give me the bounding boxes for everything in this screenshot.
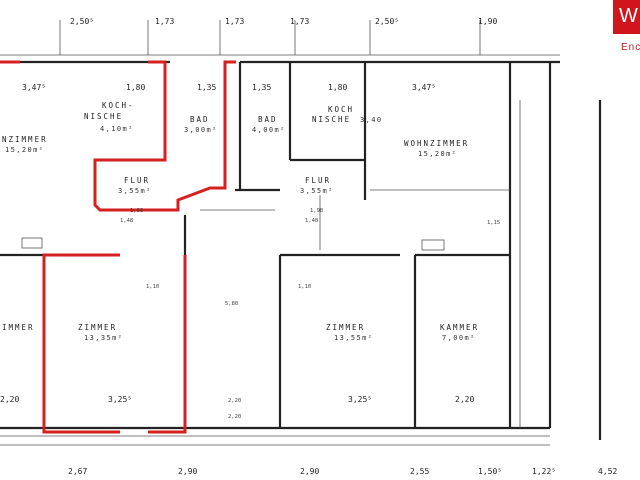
highlighted-unit-outline [0, 60, 236, 434]
dim-inner: 2,20 [228, 414, 241, 420]
detail-lines [0, 20, 560, 446]
dim-inner: 1,80 [328, 83, 347, 92]
room-koch-left-area: 4,10m² [100, 125, 134, 133]
dim-bottom-5: 1,50⁵ [478, 467, 502, 476]
dim-top-1: 2,50⁵ [70, 17, 94, 26]
room-kammer: KAMMER [440, 323, 479, 332]
dim-top-4: 1,73 [290, 17, 309, 26]
room-zimmer-far-left: IMMER [2, 323, 35, 332]
room-koch-left: KOCH- [102, 101, 135, 110]
dim-inner: 1,15 [487, 220, 500, 226]
room-flur-left-area: 3,55m² [118, 187, 152, 195]
dim-inner: 1,98 [310, 208, 323, 214]
dim-inner: 1,10 [298, 284, 311, 290]
dim-top-2: 1,73 [155, 17, 174, 26]
top-dimensions: 2,50⁵ 1,73 1,73 1,73 2,50⁵ 1,90 [70, 17, 497, 26]
room-nische-left: NISCHE [84, 112, 123, 121]
room-wohnzimmer-right-area: 15,20m² [418, 150, 457, 158]
room-zimmer-right-area: 13,55m² [334, 334, 373, 342]
room-zimmer-left: ZIMMER [78, 323, 117, 332]
dim-inner: 5,80 [225, 301, 238, 307]
room-wohnzimmer-right: WOHNZIMMER [404, 139, 469, 148]
room-bad-left: BAD [190, 115, 210, 124]
room-flur-right-area: 3,55m² [300, 187, 334, 195]
dim-bottom-2: 2,90 [178, 467, 197, 476]
room-koch-right-area: 3,40 [360, 116, 382, 124]
dim-inner: 3,47⁵ [412, 83, 436, 92]
inner-dimensions: 3,47⁵ 1,80 1,35 1,35 1,80 3,47⁵ 1,98 1,9… [0, 83, 500, 420]
logo-mark: W [619, 5, 638, 27]
dim-inner: 1,48 [120, 218, 133, 224]
room-bad-right: BAD [258, 115, 278, 124]
room-flur-right: FLUR [305, 176, 331, 185]
dim-inner: 1,35 [252, 83, 271, 92]
dim-top-6: 1,90 [478, 17, 497, 26]
dim-bottom-1: 2,67 [68, 467, 87, 476]
room-wohnzimmer-left-area: 15,20m² [5, 146, 44, 154]
room-wohnzimmer-left: NZIMMER [2, 135, 48, 144]
room-nische-right: NISCHE [312, 115, 351, 124]
dim-inner: 2,20 [455, 395, 474, 404]
dim-bottom-3: 2,90 [300, 467, 319, 476]
dim-bottom-4: 2,55 [410, 467, 429, 476]
dim-bottom-6: 1,22⁵ [532, 467, 556, 476]
dim-inner: 2,20 [0, 395, 19, 404]
dim-inner: 3,25⁵ [108, 395, 132, 404]
dim-top-3: 1,73 [225, 17, 244, 26]
room-zimmer-right: ZIMMER [326, 323, 365, 332]
dim-inner: 1,80 [126, 83, 145, 92]
room-flur-left: FLUR [124, 176, 150, 185]
dim-inner: 1,98 [130, 208, 143, 214]
room-bad-right-area: 4,00m² [252, 126, 286, 134]
dim-bottom-7: 4,52 [598, 467, 617, 476]
dim-inner: 1,48 [305, 218, 318, 224]
dim-inner: 1,10 [146, 284, 159, 290]
logo-badge [613, 0, 640, 34]
dim-inner: 3,47⁵ [22, 83, 46, 92]
bottom-dimensions: 2,67 2,90 2,90 2,55 1,50⁵ 1,22⁵ 4,52 [68, 467, 617, 476]
dim-inner: 1,35 [197, 83, 216, 92]
room-labels: NZIMMER 15,20m² KOCH- NISCHE 4,10m² BAD … [2, 101, 479, 342]
room-kammer-area: 7,00m² [442, 334, 476, 342]
dim-inner: 2,20 [228, 398, 241, 404]
room-zimmer-left-area: 13,35m² [84, 334, 123, 342]
dim-inner: 3,25⁵ [348, 395, 372, 404]
logo-text: Enc [621, 42, 640, 53]
room-koch-right: KOCH [328, 105, 354, 114]
dim-top-5: 2,50⁵ [375, 17, 399, 26]
room-bad-left-area: 3,00m² [184, 126, 218, 134]
